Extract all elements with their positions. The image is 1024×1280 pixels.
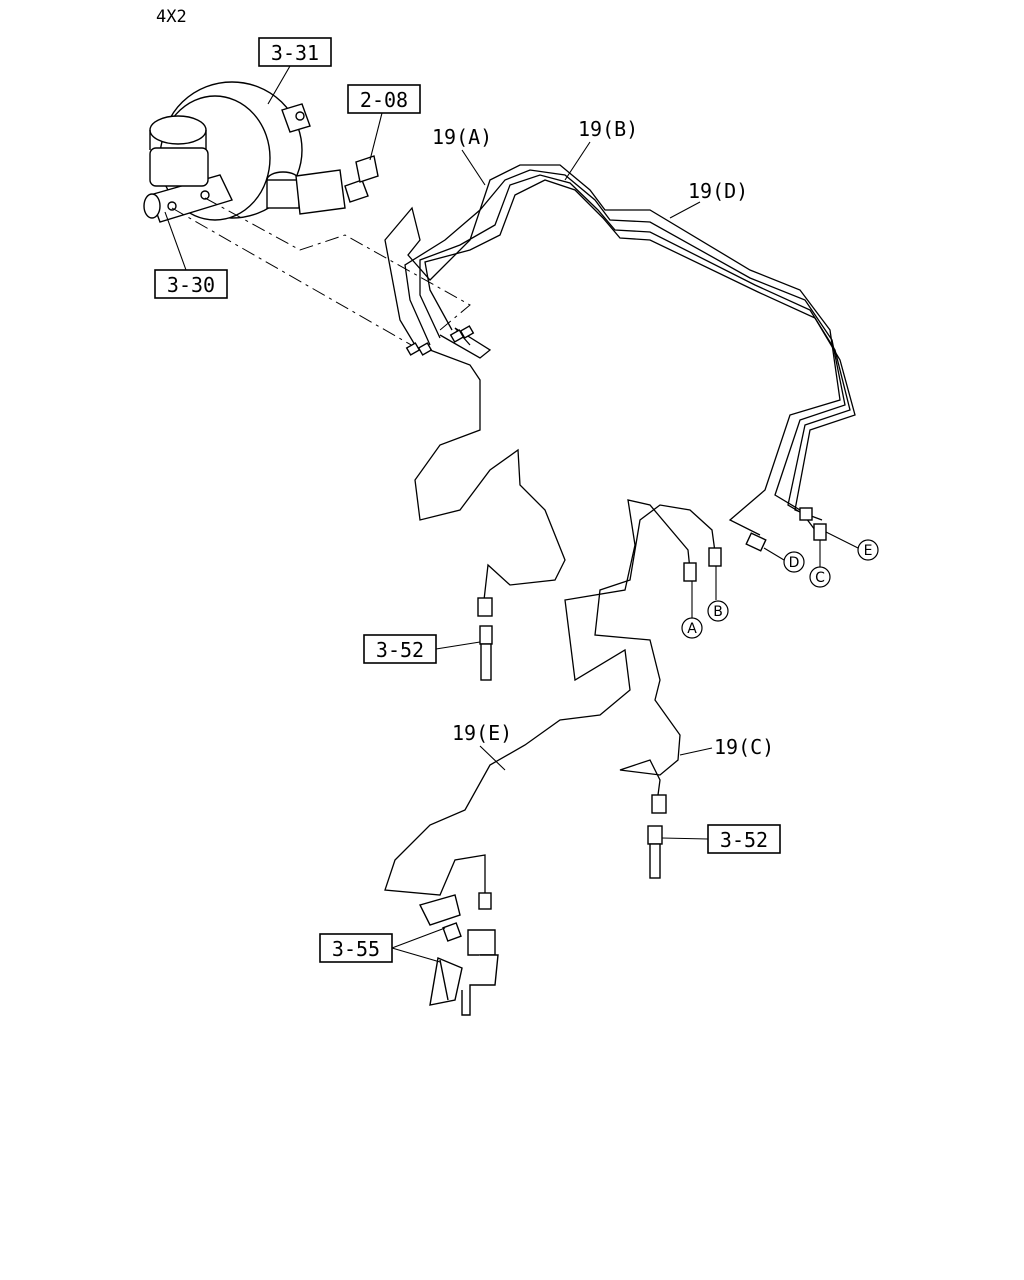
hose-front-left: [477, 597, 493, 681]
svg-text:E: E: [864, 543, 873, 559]
connector-b: B: [707, 566, 729, 622]
svg-text:19(B): 19(B): [578, 117, 638, 141]
callout-3-30: 3-30: [154, 211, 228, 299]
pipe-label-19b: 19(B): [564, 117, 638, 181]
svg-text:A: A: [687, 621, 697, 637]
svg-text:3-55: 3-55: [332, 937, 380, 961]
rear-hose-bracket: [418, 892, 499, 1016]
callout-3-52-upper: 3-52: [363, 634, 481, 664]
svg-text:3-31: 3-31: [271, 41, 319, 65]
svg-text:19(D): 19(D): [688, 179, 748, 203]
callout-3-52-lower: 3-52: [661, 824, 781, 854]
svg-text:19(A): 19(A): [432, 125, 492, 149]
variant-label: 4X2: [156, 7, 187, 27]
connector-e: E: [825, 531, 879, 561]
guide-line-lower: [171, 207, 421, 351]
pipe-label-19c: 19(C): [679, 735, 774, 759]
pipe-19c: [594, 504, 716, 796]
callout-3-31: 3-31: [258, 37, 332, 105]
pipe-label-19e: 19(E): [452, 721, 512, 771]
guide-line-upper: [204, 197, 471, 331]
svg-text:3-30: 3-30: [167, 273, 215, 297]
pipe-bundle: [384, 164, 856, 536]
pipe-fittings-front: [405, 325, 475, 356]
pipe-fittings-rear: [683, 507, 827, 582]
svg-text:D: D: [789, 555, 800, 571]
svg-text:B: B: [713, 604, 723, 620]
svg-text:19(E): 19(E): [452, 721, 512, 745]
svg-text:19(C): 19(C): [714, 735, 774, 759]
pipe-19e: [384, 499, 691, 896]
pipe-front-left: [414, 349, 566, 601]
svg-text:C: C: [815, 570, 825, 586]
svg-text:3-52: 3-52: [376, 638, 424, 662]
svg-text:3-52: 3-52: [720, 828, 768, 852]
connector-a: A: [681, 581, 703, 639]
master-cylinder: [143, 115, 233, 223]
connector-c: C: [809, 540, 831, 588]
hose-rear: [647, 794, 667, 879]
svg-text:2-08: 2-08: [360, 88, 408, 112]
connector-d: D: [763, 547, 805, 573]
pipe-label-19d: 19(D): [669, 179, 748, 219]
callout-2-08: 2-08: [347, 84, 421, 161]
callout-3-55: 3-55: [319, 927, 446, 963]
clutch-master-cylinder: [266, 155, 379, 215]
pipe-label-19a: 19(A): [432, 125, 492, 186]
